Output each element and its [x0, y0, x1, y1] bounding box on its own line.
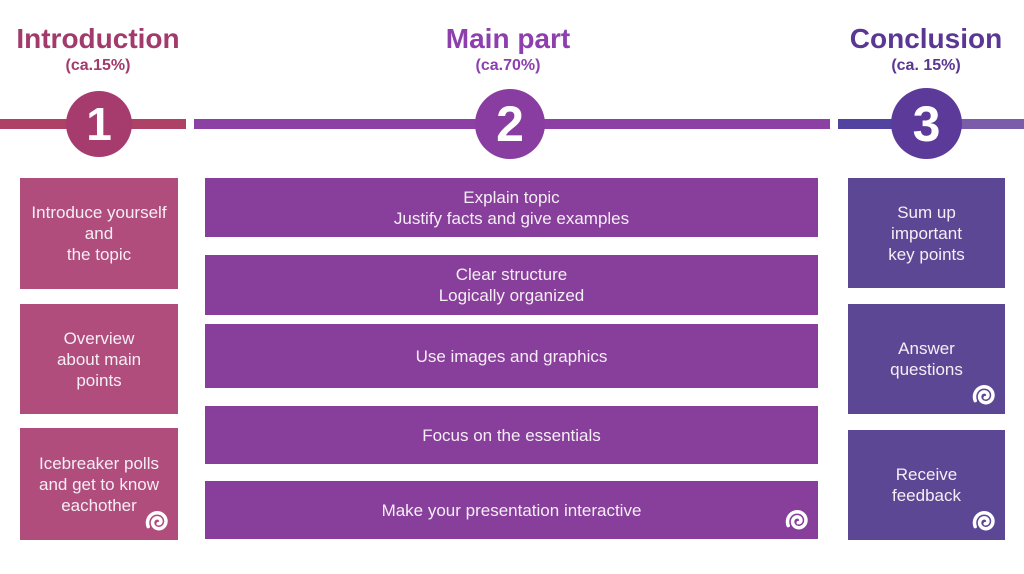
timeline-segment-tail: [960, 119, 1024, 129]
box-text: Use images and graphics: [415, 346, 608, 366]
box-explain-topic: Explain topic Justify facts and give exa…: [205, 178, 818, 237]
mentimeter-spiral-icon: [971, 508, 999, 536]
box-clear-structure: Clear structure Logically organized: [205, 255, 818, 315]
box-make-presentation-interactive: Make your presentation interactive: [205, 481, 818, 539]
section-heading-main-part: Main part (ca.70%): [408, 24, 608, 75]
section-subtitle-introduction: (ca.15%): [65, 57, 131, 74]
section-heading-introduction: Introduction (ca.15%): [0, 24, 196, 75]
box-focus-essentials: Focus on the essentials: [205, 406, 818, 464]
box-text: Icebreaker polls and get to know eachoth…: [38, 453, 160, 515]
section-heading-conclusion: Conclusion (ca. 15%): [826, 24, 1024, 75]
box-text: Explain topic Justify facts and give exa…: [393, 187, 630, 228]
box-icebreaker-polls: Icebreaker polls and get to know eachoth…: [20, 428, 178, 540]
mentimeter-spiral-icon: [784, 507, 812, 535]
box-introduce-yourself: Introduce yourself and the topic: [20, 178, 178, 289]
box-text: Introduce yourself and the topic: [31, 203, 167, 264]
box-text: Answer questions: [890, 339, 963, 379]
box-sum-up-key-points: Sum up important key points: [848, 178, 1005, 288]
box-text: Make your presentation interactive: [381, 500, 642, 520]
mentimeter-spiral-icon: [971, 382, 999, 410]
step-circle-1: 1: [66, 91, 132, 157]
section-subtitle-main-part: (ca.70%): [475, 57, 541, 74]
box-text: Focus on the essentials: [422, 425, 601, 445]
step-circle-2: 2: [475, 89, 545, 159]
box-receive-feedback: Receive feedback: [848, 430, 1005, 540]
box-text: Receive feedback: [892, 465, 961, 505]
box-text: Sum up important key points: [888, 202, 965, 264]
box-text: Overview about main points: [56, 328, 142, 390]
section-title-introduction: Introduction: [16, 23, 180, 54]
box-overview-main-points: Overview about main points: [20, 304, 178, 414]
section-title-main-part: Main part: [445, 23, 571, 54]
box-text: Clear structure Logically organized: [438, 265, 585, 305]
section-title-conclusion: Conclusion: [849, 23, 1003, 54]
box-answer-questions: Answer questions: [848, 304, 1005, 414]
mentimeter-spiral-icon: [144, 508, 172, 536]
section-subtitle-conclusion: (ca. 15%): [891, 57, 961, 74]
timeline-segment-conclusion: [838, 119, 894, 129]
step-circle-3: 3: [891, 88, 962, 159]
box-use-images-graphics: Use images and graphics: [205, 324, 818, 388]
